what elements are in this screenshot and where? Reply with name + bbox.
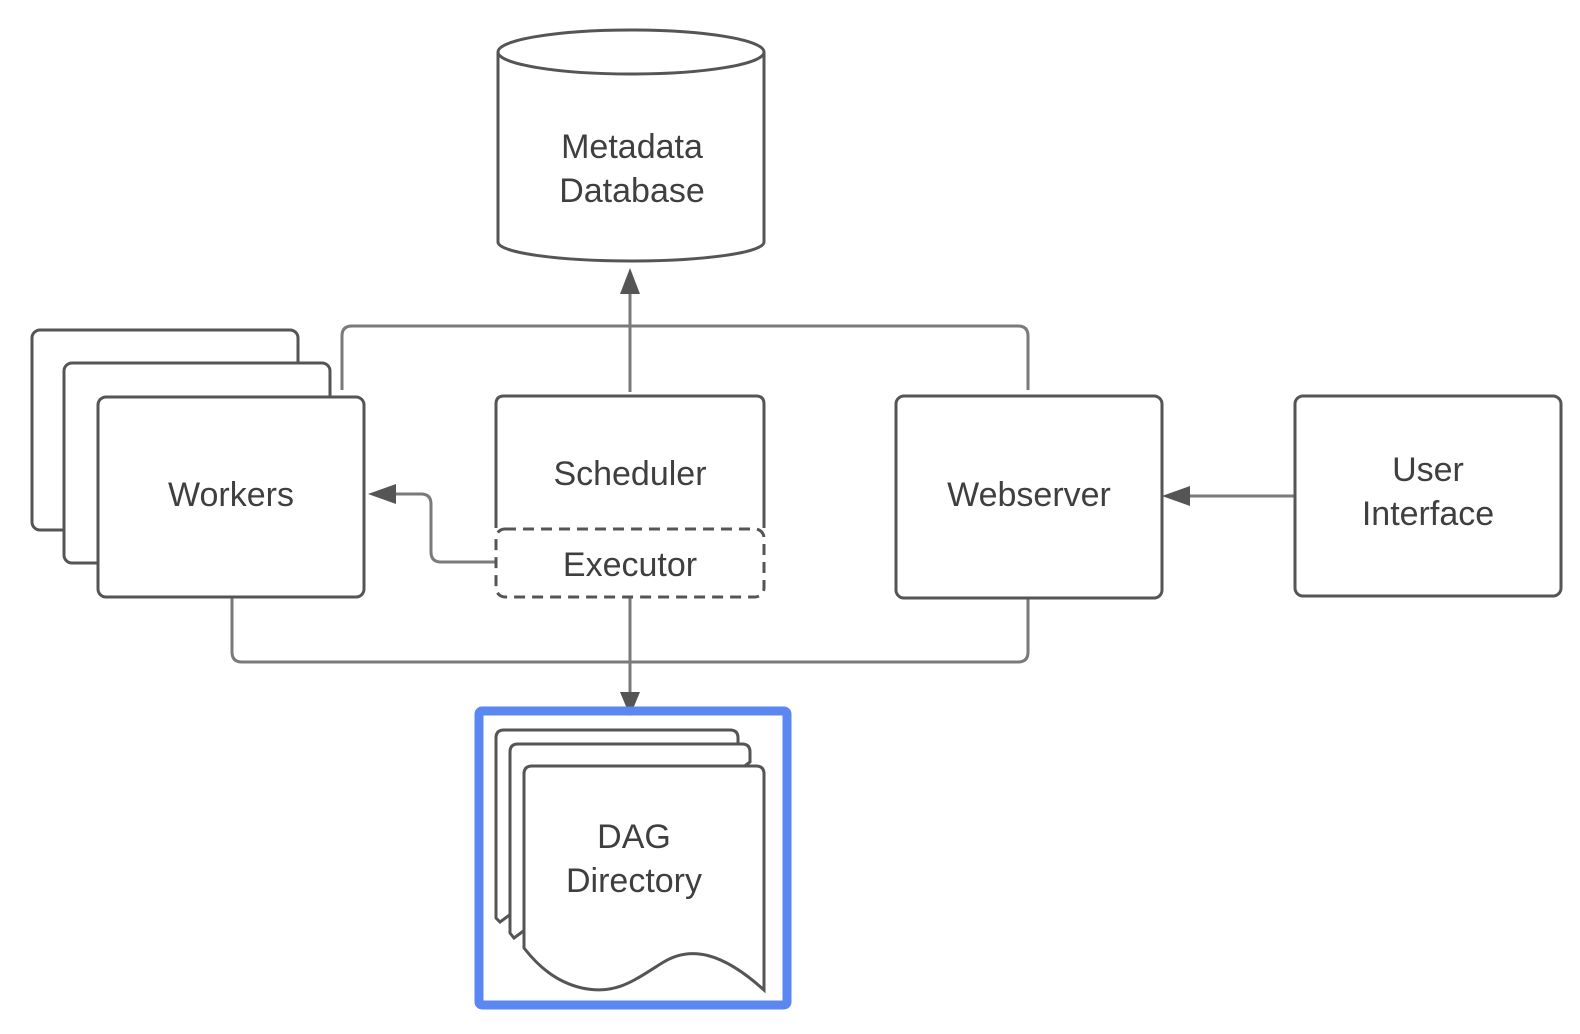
- selection-highlight-frame: [474, 706, 792, 1010]
- connector-webserver-to-dag: [630, 598, 1030, 664]
- database-cylinder-top: [496, 28, 766, 76]
- connector-workers-to-metadata: [340, 324, 630, 390]
- metadata-database-label-line2: Database: [559, 172, 705, 210]
- connector-webserver-to-metadata: [630, 324, 1030, 390]
- database-cylinder-icon: [496, 52, 766, 263]
- arrow-to-dag-directory: [620, 692, 640, 716]
- executor-label: Executor: [563, 546, 697, 584]
- metadata-database-node[interactable]: Metadata Database: [496, 28, 766, 263]
- user-interface-node[interactable]: User Interface: [1293, 394, 1563, 598]
- user-interface-label-line1: User: [1392, 451, 1464, 489]
- scheduler-label: Scheduler: [553, 455, 706, 493]
- webserver-node[interactable]: Webserver: [894, 394, 1164, 600]
- arrow-to-webserver: [1162, 486, 1190, 506]
- webserver-label: Webserver: [947, 476, 1111, 514]
- webserver-box: [894, 394, 1164, 600]
- dag-directory-label-line1: DAG: [597, 818, 671, 856]
- metadata-database-label-line1: Metadata: [561, 128, 703, 166]
- scheduler-node[interactable]: Scheduler: [494, 394, 766, 528]
- dag-directory-label-line2: Directory: [566, 862, 702, 900]
- document-front-icon: [522, 764, 766, 994]
- arrow-to-metadata-database: [620, 268, 640, 294]
- dag-directory-node[interactable]: DAG Directory: [494, 728, 766, 994]
- arrow-to-workers: [368, 484, 396, 504]
- workers-node[interactable]: Workers: [30, 328, 366, 599]
- connector-workers-to-dag: [230, 598, 630, 664]
- executor-box: [494, 527, 766, 599]
- connector-executor-to-workers: [394, 492, 496, 564]
- scheduler-box: [494, 394, 766, 528]
- user-interface-box: [1293, 394, 1563, 598]
- worker-box-front: [96, 395, 366, 599]
- executor-node[interactable]: Executor: [494, 527, 766, 599]
- connectors: [230, 268, 1295, 716]
- user-interface-label-line2: Interface: [1362, 495, 1494, 533]
- workers-label: Workers: [168, 476, 294, 514]
